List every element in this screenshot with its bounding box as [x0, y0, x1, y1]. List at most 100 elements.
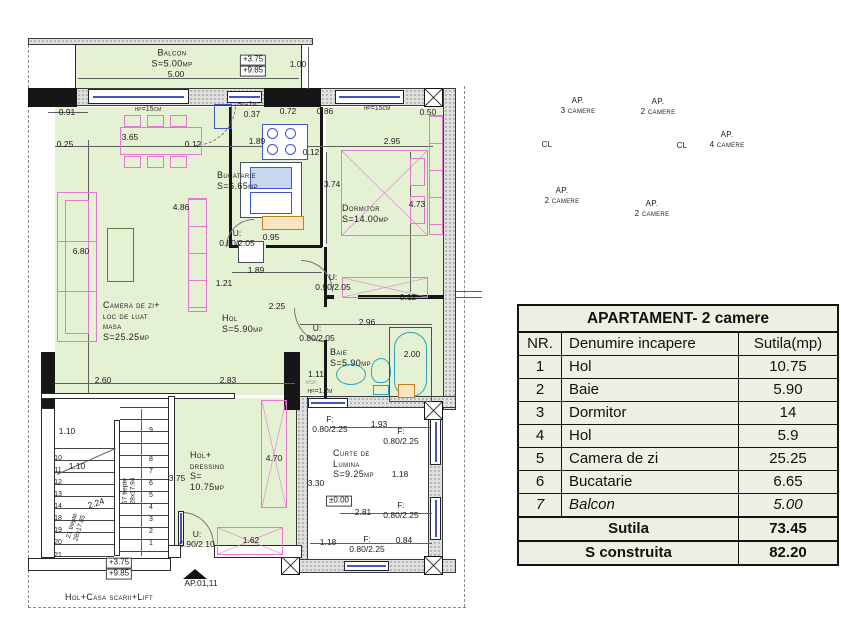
chair	[147, 115, 164, 127]
chair	[147, 156, 164, 168]
dim-line	[308, 47, 309, 89]
header-area: Sutila(mp)	[738, 333, 837, 355]
dim-line	[48, 112, 88, 113]
shelf-unit	[188, 198, 207, 312]
area-table-title: APARTAMENT- 2 camere	[519, 306, 837, 333]
wall-stair-south	[28, 558, 171, 571]
table-row: 7 Balcon 5.00	[519, 494, 837, 517]
dim-line	[55, 383, 295, 384]
cell-nr: 4	[519, 425, 562, 447]
cell-name: Bucatarie	[569, 473, 633, 490]
dressing-wardrobe-tall	[261, 400, 287, 508]
wardrobe-low	[342, 277, 428, 298]
stove-burner	[285, 144, 296, 155]
kitchen-worktop	[250, 192, 292, 214]
window-court-bottom	[344, 561, 389, 571]
chair	[124, 156, 141, 168]
cell-area: 5.00	[738, 494, 837, 516]
header-name: Denumire incapere	[569, 335, 696, 352]
window-living	[88, 89, 189, 104]
total-value: 73.45	[738, 518, 837, 540]
wardrobe-tall	[429, 115, 443, 235]
wall-hall-bath-b	[324, 340, 327, 398]
kitchen-sink	[250, 167, 292, 189]
pillow	[410, 158, 425, 186]
stove-burner	[267, 128, 278, 139]
chair	[170, 115, 187, 127]
cell-name: Baie	[569, 381, 600, 398]
wall-bedroom-south-a	[324, 295, 334, 299]
stair-guide-line	[141, 409, 142, 556]
stair-flight-right	[120, 407, 168, 557]
cell-nr: 7	[519, 494, 562, 516]
stove-burner	[285, 128, 296, 139]
kitchen-cabinet-orange	[262, 216, 304, 230]
table-header-row: NR. Denumire incapere Sutila(mp)	[519, 333, 837, 356]
header-nr: NR.	[519, 333, 562, 355]
section-line	[456, 291, 482, 292]
cell-name: Balcon	[569, 496, 615, 513]
cell-area: 6.65	[738, 471, 837, 493]
total-label: Sutila	[608, 520, 649, 537]
boundary-dashed-right	[464, 86, 465, 607]
sofa-divider	[57, 241, 97, 242]
sofa-inner	[65, 200, 89, 334]
cell-nr: 5	[519, 448, 562, 470]
stair-flight-left	[55, 448, 114, 557]
fridge	[214, 104, 232, 129]
window-bathroom-court	[308, 398, 348, 408]
window-bedroom	[335, 90, 404, 104]
pillow	[410, 196, 425, 224]
column-marker	[424, 88, 443, 107]
kitchen-cabinet-small	[238, 241, 264, 263]
table-row: 4 Hol 5.9	[519, 425, 837, 448]
chair	[124, 115, 141, 127]
bed	[341, 150, 428, 236]
table-total-row: Sutila 73.45	[519, 517, 837, 541]
wall-kitchen-bedroom	[320, 107, 323, 247]
dim-line	[55, 146, 433, 147]
total-value: 82.20	[738, 542, 837, 564]
wall-stair-east	[168, 396, 175, 558]
washing-machine	[398, 384, 415, 398]
door-leaf-entry	[178, 511, 184, 546]
cell-name: Camera de zi	[569, 450, 659, 467]
dim-line	[300, 324, 432, 325]
floor-plan	[28, 38, 482, 608]
boundary-dashed-left	[28, 40, 29, 608]
entry-wardrobe	[217, 527, 283, 555]
dining-table	[120, 127, 202, 155]
column-marker	[424, 401, 443, 420]
dim-line	[330, 427, 430, 428]
area-table: APARTAMENT- 2 camere NR. Denumire incaper…	[517, 304, 839, 566]
cell-nr: 1	[519, 356, 562, 378]
wall-stair-west	[41, 408, 55, 558]
wall-living-south	[41, 393, 235, 399]
dim-line	[340, 513, 432, 514]
sofa	[57, 192, 97, 342]
window-court-right-2	[430, 497, 441, 540]
section-line	[456, 297, 482, 298]
cell-name: Hol	[569, 427, 592, 444]
key-plan: ETAJ 1/3 N	[470, 0, 841, 300]
wall-kitchen-living	[229, 107, 232, 247]
wall-pier	[264, 88, 321, 107]
dim-line	[310, 543, 432, 544]
wall-right	[443, 88, 456, 410]
cell-area: 10.75	[738, 356, 837, 378]
dim-line	[78, 78, 299, 79]
window-kitchen	[227, 91, 262, 103]
window-court-right-1	[430, 419, 441, 465]
table-row: 6 Bucatarie 6.65	[519, 471, 837, 494]
cell-area: 5.9	[738, 425, 837, 447]
column-marker	[281, 556, 300, 575]
cell-nr: 3	[519, 402, 562, 424]
cell-name: Dormitor	[569, 404, 627, 421]
cell-nr: 6	[519, 471, 562, 493]
bathtub-outer	[389, 327, 432, 402]
